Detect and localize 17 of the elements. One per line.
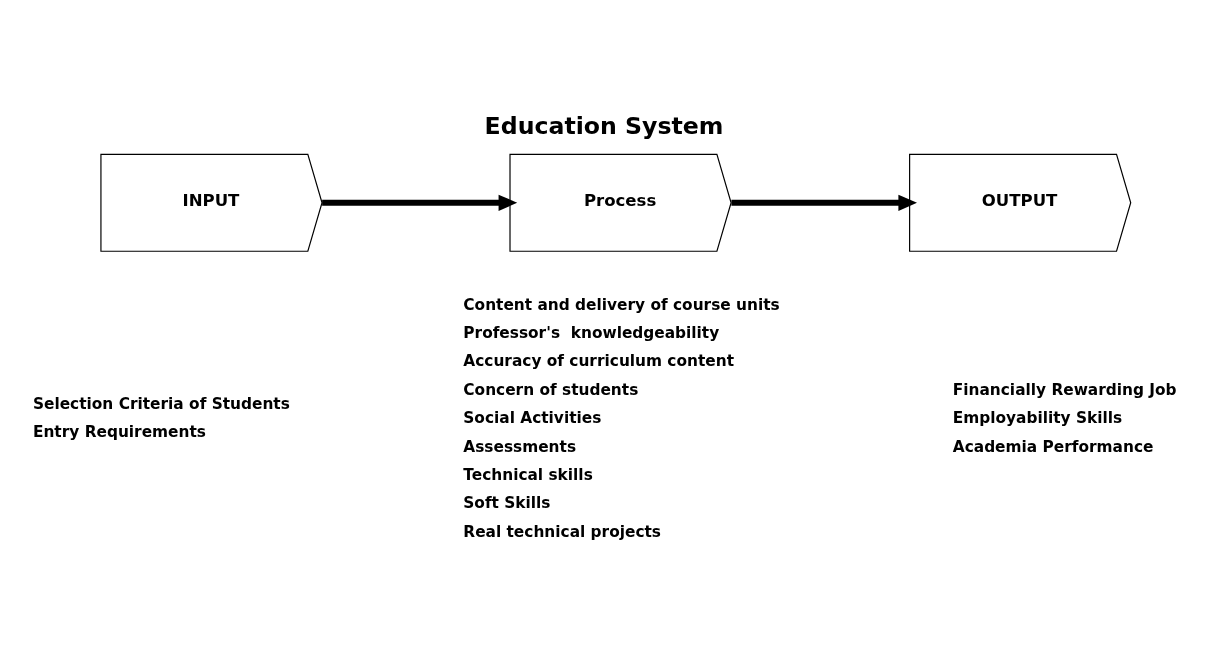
node-label: Real technical projects bbox=[463, 522, 662, 541]
node-label: Assessments bbox=[463, 437, 577, 456]
arrow bbox=[731, 194, 917, 211]
node-label: Technical skills bbox=[463, 465, 593, 484]
node-label: Entry Requirements bbox=[32, 422, 206, 441]
node-label: Social Activities bbox=[463, 408, 602, 427]
node-label: Selection Criteria of Students bbox=[32, 394, 290, 413]
arrow bbox=[322, 194, 518, 211]
node-label: Concern of students bbox=[463, 380, 639, 399]
node-label: Content and delivery of course units bbox=[463, 295, 780, 314]
node-label: Employability Skills bbox=[952, 408, 1123, 427]
node-label: Academia Performance bbox=[952, 437, 1154, 456]
node-label: Financially Rewarding Job bbox=[952, 380, 1177, 399]
node-label: Accuracy of curriculum content bbox=[463, 351, 734, 370]
node-label: Professor's knowledgeability bbox=[463, 323, 720, 342]
node-label: Soft Skills bbox=[463, 493, 551, 512]
diagram-title: Education System bbox=[484, 111, 724, 140]
